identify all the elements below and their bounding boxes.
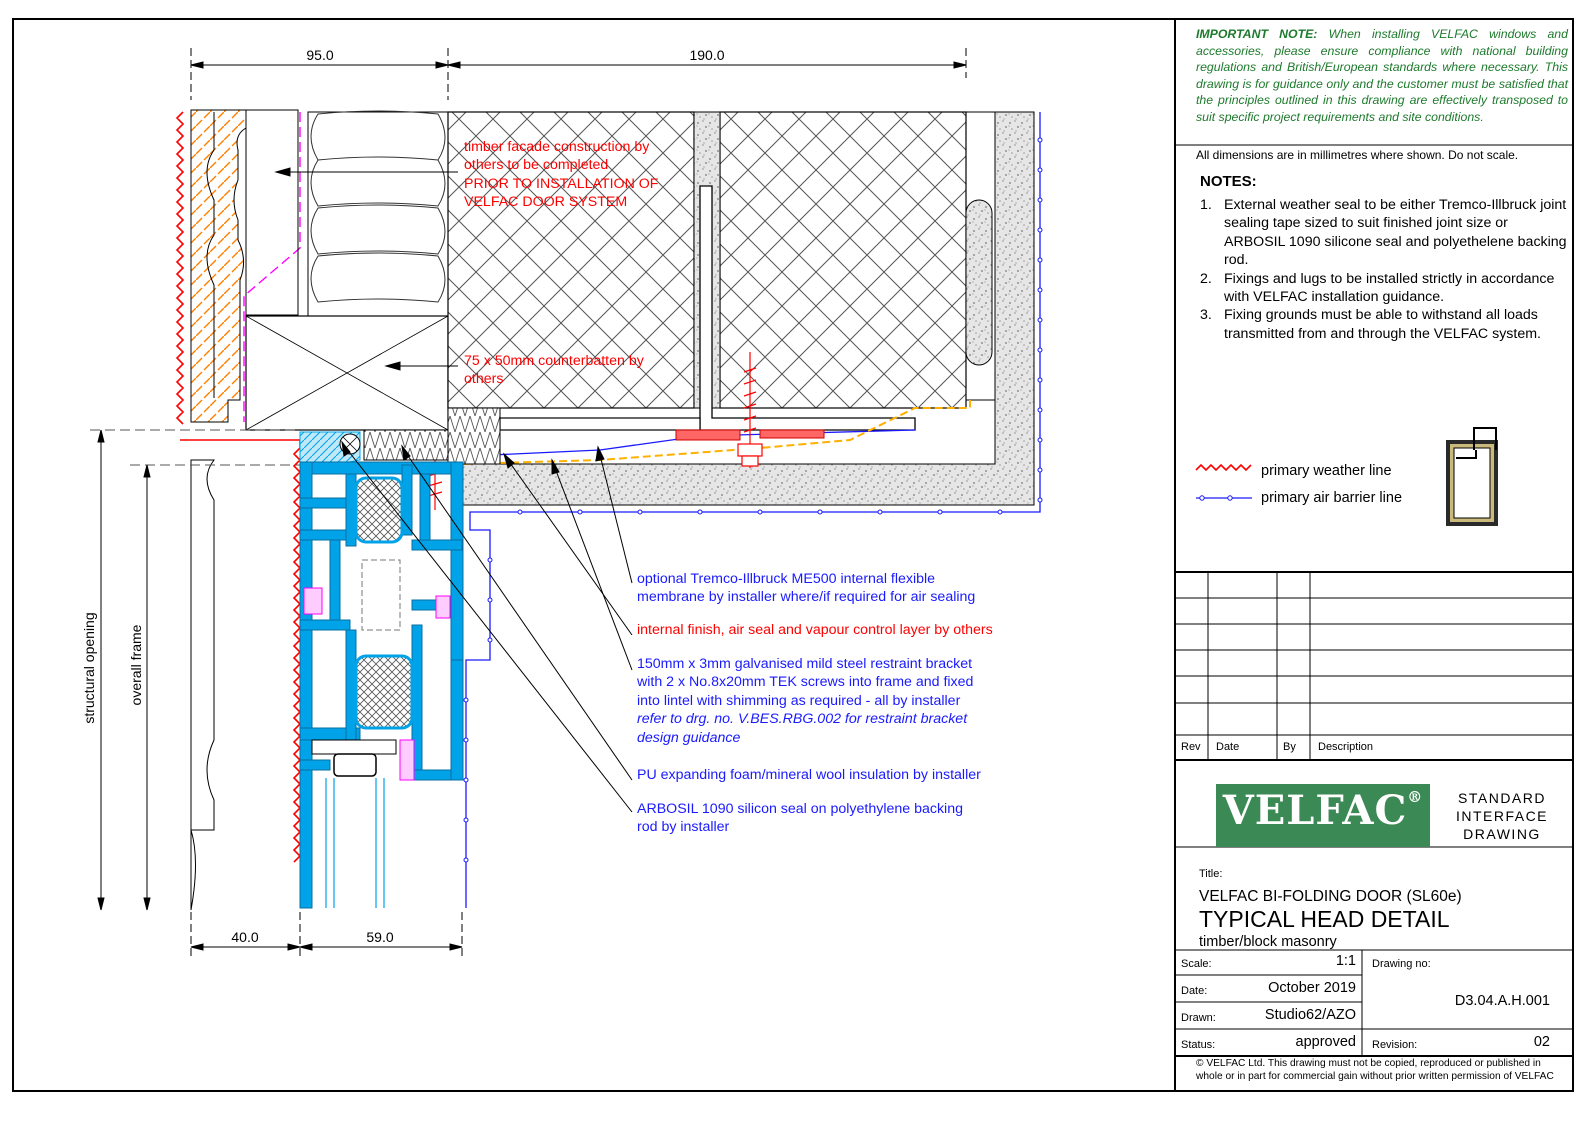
bracket-ref-line2: design guidance [637, 729, 741, 746]
note-item: 1. External weather seal to be either Tre… [1200, 196, 1570, 270]
note-number: 1. [1200, 197, 1212, 213]
bracket-ref-line1: refer to drg. no. V.BES.RBG.002 for rest… [637, 711, 968, 728]
timber-cladding [190, 109, 247, 423]
drawing-sheet-border [12, 18, 1574, 1092]
timber-facade-note: timber facade construction by others to … [464, 138, 658, 212]
title-line-2: TYPICAL HEAD DETAIL [1199, 906, 1450, 932]
revision-label: Revision: [1372, 1039, 1418, 1051]
title-line-1: VELFAC BI-FOLDING DOOR (SL60e) [1199, 888, 1462, 905]
status-label: Status: [1181, 1039, 1216, 1051]
structural-opening-label: structural opening [81, 612, 97, 723]
velfac-logo [1216, 784, 1430, 847]
status-value: approved [1295, 1034, 1356, 1050]
note-number: 2. [1200, 270, 1212, 287]
note-number: 3. [1200, 307, 1212, 324]
air-barrier-line [465, 112, 1041, 908]
drawn-value: Studio62/AZO [1264, 1007, 1356, 1023]
velfac-logo-word: VELFAC [1222, 787, 1408, 834]
tek-screw-lintel [737, 352, 763, 468]
timber-facade-line1: timber facade construction by [464, 139, 650, 155]
note-text: External weather seal to be either Tremc… [1224, 197, 1567, 269]
copyright-notice: © VELFAC Ltd. This drawing must not be c… [1196, 1058, 1554, 1082]
notes-list: 1. External weather seal to be either Tre… [1200, 196, 1570, 343]
weather-line-wall [175, 111, 185, 425]
counterbatten-line1: 75 x 50mm counterbatten by [464, 353, 644, 369]
dim-95: 95.0 [306, 47, 333, 63]
drawn-label: Drawn: [1181, 1012, 1216, 1024]
arbosil-note: ARBOSIL 1090 silicon seal on polyethylen… [637, 800, 963, 837]
aluminium-frame-profile [299, 461, 464, 909]
dimensions-note: All dimensions are in millimetres where … [1196, 148, 1519, 162]
date-value: October 2019 [1268, 980, 1356, 996]
registered-mark: ® [1407, 788, 1424, 806]
door-frame-icon [1446, 427, 1498, 526]
dim-190: 190.0 [689, 47, 724, 63]
bracket-line1: 150mm x 3mm galvanised mild steel restra… [637, 656, 973, 672]
block-masonry-inner [719, 111, 967, 409]
internal-finish-note: internal finish, air seal and vapour con… [637, 622, 993, 638]
overall-frame-label: overall frame [128, 624, 144, 705]
timber-facade-line3: PRIOR TO INSTALLATION OF [464, 175, 659, 192]
counterbatten-note: 75 x 50mm counterbatten by others [464, 352, 644, 389]
dim-40: 40.0 [231, 929, 258, 945]
arbosil-line2: rod by installer [637, 819, 730, 836]
scale-label: Scale: [1181, 958, 1212, 970]
rev-column-header: Rev [1181, 741, 1201, 753]
by-column-header: By [1283, 741, 1296, 753]
membrane-line1: optional Tremco-Illbruck ME500 internal … [637, 571, 936, 587]
std-text-line1: STANDARD [1458, 790, 1546, 806]
std-text-line2: INTERFACE [1455, 808, 1549, 824]
membrane-line2: membrane by installer where/if required … [637, 589, 976, 606]
title-label: Title: [1199, 868, 1223, 880]
pu-foam-note: PU expanding foam/mineral wool insulatio… [637, 767, 981, 783]
drawing-no-value: D3.04.A.H.001 [1454, 993, 1550, 1009]
standard-interface-drawing: STANDARD INTERFACE DRAWING [1438, 789, 1566, 843]
note-text: Fixings and lugs to be installed strictl… [1224, 270, 1555, 306]
date-column-header: Date [1216, 741, 1240, 753]
note-item: 2. Fixings and lugs to be installed stric… [1200, 270, 1570, 307]
description-column-header: Description [1318, 741, 1374, 753]
bracket-line2: with 2 x No.8x20mm TEK screws into frame… [637, 674, 974, 691]
std-text-line3: DRAWING [1463, 826, 1541, 842]
arbosil-line1: ARBOSIL 1090 silicon seal on polyethylen… [637, 801, 963, 817]
bracket-note: 150mm x 3mm galvanised mild steel restra… [637, 655, 973, 747]
legend-air-barrier-label: primary air barrier line [1261, 490, 1403, 506]
date-label: Date: [1181, 985, 1208, 997]
bracket-line3: into lintel with shimming as required - … [637, 692, 961, 709]
note-item: 3. Fixing grounds must be able to withsta… [1200, 306, 1570, 343]
revision-value: 02 [1533, 1034, 1550, 1050]
block-masonry-outer [447, 111, 695, 409]
legend-air-barrier-icon [1196, 495, 1252, 501]
velfac-logo-text: VELFAC® [1216, 787, 1430, 834]
important-note-lead: IMPORTANT NOTE: [1196, 27, 1318, 41]
legend-weather-line-label: primary weather line [1261, 463, 1392, 479]
dim-59: 59.0 [366, 929, 393, 945]
title-line-3: timber/block masonry [1199, 934, 1337, 950]
notes-heading: NOTES: [1200, 173, 1257, 190]
note-text: Fixing grounds must be able to withstand… [1224, 307, 1541, 342]
timber-facade-line4: VELFAC DOOR SYSTEM [464, 194, 628, 211]
counterbatten-line2: others [464, 371, 504, 388]
important-note-text: When installing VELFAC windows and acces… [1196, 27, 1568, 124]
scale-value: 1:1 [1335, 953, 1356, 969]
legend-weather-line-icon [1195, 463, 1252, 472]
timber-facade-line2: others to be completed [464, 157, 609, 174]
drawing-no-label: Drawing no: [1372, 958, 1431, 970]
head-detail-drawing: 95.0 190.0 [81, 47, 1043, 958]
important-note: IMPORTANT NOTE: When installing VELFAC w… [1196, 26, 1568, 126]
membrane-note: optional Tremco-Illbruck ME500 internal … [637, 570, 975, 607]
